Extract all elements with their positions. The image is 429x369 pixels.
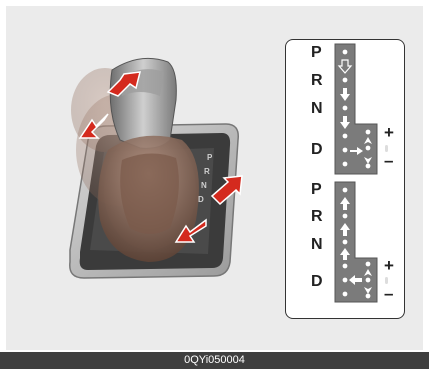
manual-shift-up-label: + — [384, 124, 394, 141]
gear-label-drive: D — [311, 274, 323, 290]
manual-shift-down-label: – — [384, 152, 393, 169]
gear-label-drive: D — [311, 142, 323, 158]
gear-label-neutral: N — [311, 237, 323, 253]
figure-caption-bar: 0QYi050004 — [0, 352, 429, 369]
manual-shift-down-label: – — [384, 285, 393, 302]
gear-label-park: P — [311, 182, 322, 198]
shift-gate-diagram-top — [335, 44, 388, 174]
gear-label-park: P — [311, 45, 322, 61]
shift-gate-diagram-bottom — [335, 182, 388, 302]
figure-code: 0QYi050004 — [0, 352, 429, 369]
manual-shift-up-label: + — [384, 257, 394, 274]
gear-label-neutral: N — [311, 101, 323, 117]
gear-label-reverse: R — [311, 73, 323, 89]
gear-label-reverse: R — [311, 209, 323, 225]
